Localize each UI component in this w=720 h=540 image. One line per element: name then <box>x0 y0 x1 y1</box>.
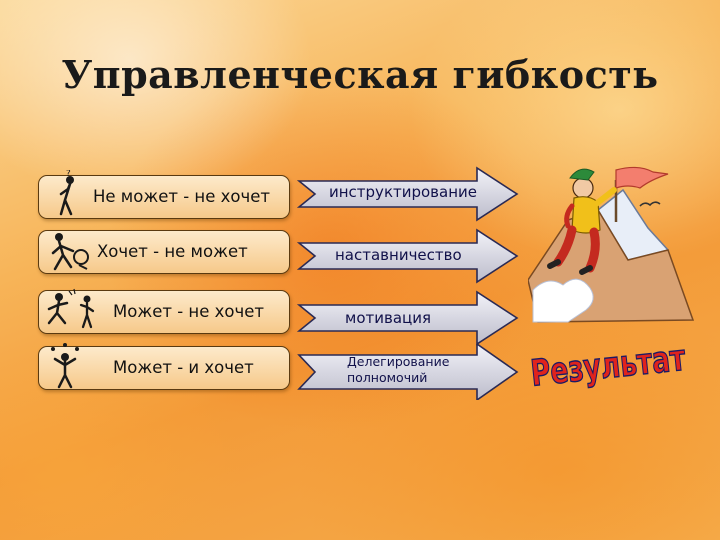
pushing-stick-figure-icon <box>51 233 89 271</box>
slide-title: Управленческая гибкость <box>61 52 659 97</box>
action-label-4: Делегирование полномочий <box>347 354 450 385</box>
juggling-stick-figure-icon <box>51 343 79 389</box>
result-label: Результат <box>529 338 688 390</box>
arrow-shape-1 <box>297 166 519 222</box>
condition-label-1: Не может - не хочет <box>93 187 270 206</box>
condition-label-2: Хочет - не может <box>97 242 248 261</box>
action-arrow-3: мотивация <box>297 290 519 346</box>
action-arrow-1: инструктирование <box>297 166 519 222</box>
condition-box-1: ? Не может - не хочет <box>38 170 290 219</box>
condition-label-4: Может - и хочет <box>113 358 254 377</box>
condition-box-3: Может - не хочет <box>38 288 290 334</box>
action-label-1: инструктирование <box>329 183 478 201</box>
arrow-shape-4 <box>297 344 519 400</box>
arrow-shape-2 <box>297 228 519 284</box>
action-label-2: наставничество <box>335 246 462 264</box>
action-label-3: мотивация <box>345 309 431 327</box>
condition-box-2: Хочет - не может <box>38 230 290 274</box>
mountain-climber-illustration <box>528 166 695 323</box>
result-wordart: Результат <box>528 337 688 390</box>
condition-box-4: Может - и хочет <box>38 343 290 390</box>
svg-text:?: ? <box>66 170 71 179</box>
action-arrow-4: Делегирование полномочий <box>297 344 519 400</box>
condition-label-3: Может - не хочет <box>113 302 264 321</box>
running-stick-figures-icon <box>47 288 95 329</box>
action-arrow-2: наставничество <box>297 228 519 284</box>
thinking-stick-figure-icon: ? <box>59 170 74 216</box>
